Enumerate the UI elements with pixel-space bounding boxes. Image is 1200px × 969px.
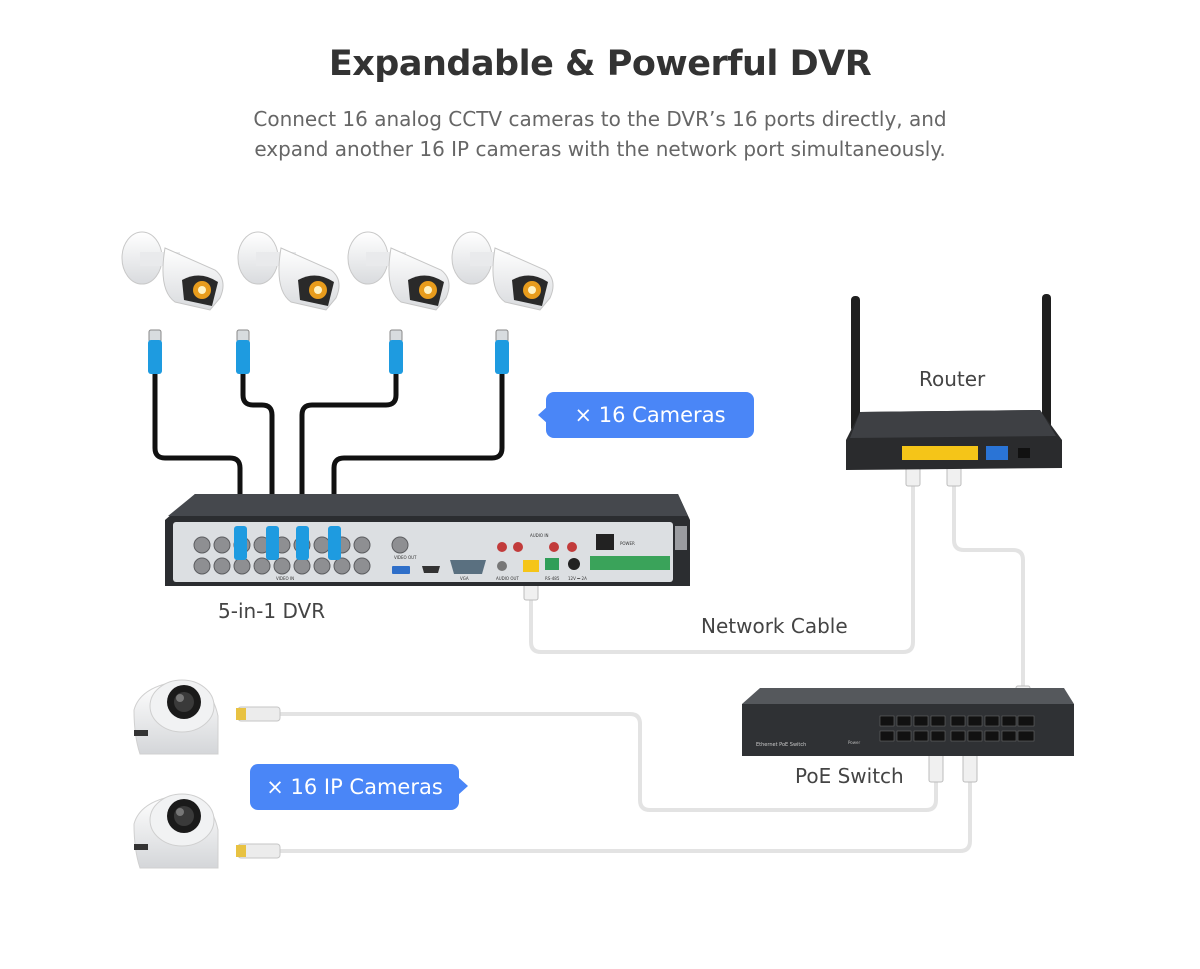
- poe-switch-power-label: Power: [848, 740, 860, 745]
- dvr-audio-out-label: AUDIO OUT: [496, 576, 519, 581]
- page-subtitle: Connect 16 analog CCTV cameras to the DV…: [0, 104, 1200, 164]
- dome-camera-1-icon: [133, 679, 219, 755]
- analog-cameras-badge: × 16 Cameras: [546, 392, 754, 438]
- dvr-power-label: POWER: [620, 541, 635, 546]
- dvr-vga-label: VGA: [460, 576, 469, 581]
- badge-pointer-cameras: [538, 406, 548, 424]
- router-icon: [846, 294, 1062, 470]
- dvr-device-icon: VIDEO IN VIDEO OUT VGA AUDIO OUT AUDIO I…: [165, 494, 690, 586]
- network-cable-label: Network Cable: [701, 614, 848, 638]
- dvr-dc-label: 12V ⎓ 2A: [568, 576, 587, 581]
- poe-switch-model-label: Ethernet PoE Switch: [756, 742, 806, 748]
- dome-camera-2-icon: [133, 793, 219, 869]
- bullet-camera-2-icon: [237, 231, 340, 311]
- subtitle-line-1: Connect 16 analog CCTV cameras to the DV…: [253, 107, 947, 131]
- poe-switch-label: PoE Switch: [795, 764, 904, 788]
- ip-cameras-badge: × 16 IP Cameras: [250, 764, 459, 810]
- ethernet-cables: [278, 482, 1025, 853]
- coax-connectors-top: [148, 329, 509, 374]
- coax-cables: [152, 372, 505, 528]
- page-title: Expandable & Powerful DVR: [328, 44, 872, 84]
- badge-pointer-ip-cameras: [458, 777, 468, 795]
- subtitle-line-2: expand another 16 IP cameras with the ne…: [254, 137, 946, 161]
- dvr-rs485-label: RS-485: [545, 576, 560, 581]
- bullet-camera-3-icon: [347, 231, 450, 311]
- dvr-audio-in-label: AUDIO IN: [530, 533, 549, 538]
- dvr-video-out-label: VIDEO OUT: [394, 555, 417, 560]
- router-label: Router: [919, 367, 986, 391]
- dvr-video-in-label: VIDEO IN: [276, 576, 294, 581]
- bullet-camera-1-icon: [121, 231, 224, 311]
- dvr-label: 5-in-1 DVR: [218, 599, 326, 623]
- poe-switch-icon: Ethernet PoE Switch Power: [742, 688, 1074, 756]
- dvr-coax-plugs: [234, 526, 341, 560]
- bullet-camera-4-icon: [451, 231, 554, 311]
